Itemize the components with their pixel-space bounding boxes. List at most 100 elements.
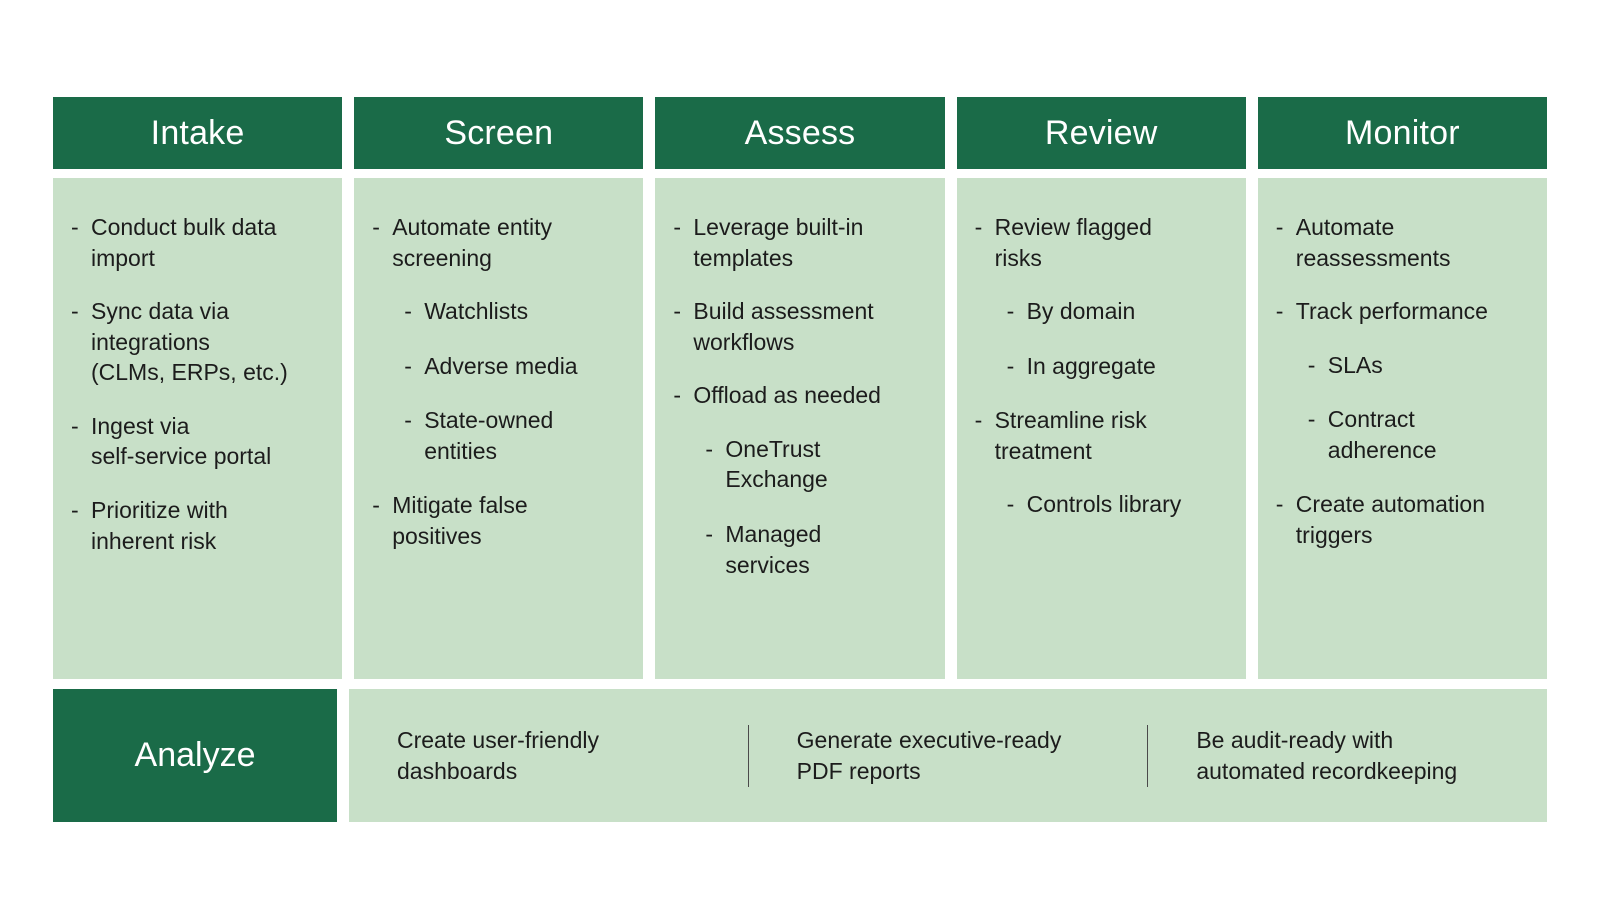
bullet-text: Build assessment workflows	[693, 298, 874, 355]
stage-column-screen: Screen-Automate entity screening-Watchli…	[354, 97, 644, 679]
analyze-items: Create user-friendly dashboards Generate …	[349, 689, 1547, 822]
bullet-dash-icon: -	[404, 352, 412, 379]
bullet-dash-icon: -	[1006, 352, 1015, 379]
analyze-item-text: Create user-friendly dashboards	[397, 726, 599, 784]
analyze-label-box: Analyze	[53, 689, 337, 822]
bullet-text: Adverse media	[424, 352, 578, 379]
bullet-list: -Leverage built-in templates-Build asses…	[673, 212, 926, 580]
bullet-dash-icon: -	[705, 435, 714, 462]
bullet-item: -Automate entity screening	[372, 212, 625, 273]
bullet-item: -Prioritize with inherent risk	[71, 495, 324, 556]
bullet-item: -Sync data via integrations (CLMs, ERPs,…	[71, 296, 324, 388]
bullet-item: -In aggregate	[975, 351, 1228, 382]
stage-header-label: Screen	[444, 114, 554, 152]
bullet-dash-icon: -	[673, 298, 682, 325]
bullet-dash-icon: -	[372, 492, 380, 519]
stage-header-intake[interactable]: Intake	[53, 97, 343, 169]
bullet-dash-icon: -	[1275, 298, 1284, 325]
stage-column-intake: Intake-Conduct bulk data import-Sync dat…	[53, 97, 343, 679]
bullet-item: -Automate reassessments	[1276, 212, 1529, 273]
bullet-item: -Mitigate false positives	[372, 490, 625, 551]
process-diagram: Intake-Conduct bulk data import-Sync dat…	[53, 97, 1547, 830]
bullet-text: Sync data via integrations (CLMs, ERPs, …	[91, 298, 288, 386]
bullet-text: Automate reassessments	[1295, 214, 1451, 271]
bullet-list: -Conduct bulk data import-Sync data via …	[71, 212, 324, 556]
stage-header-monitor[interactable]: Monitor	[1257, 97, 1547, 169]
stage-body-intake: -Conduct bulk data import-Sync data via …	[53, 178, 343, 679]
bullet-dash-icon: -	[673, 382, 682, 409]
bullet-item: -Offload as needed	[673, 380, 926, 411]
stage-header-assess[interactable]: Assess	[655, 97, 945, 169]
bullet-item: -Contract adherence	[1276, 404, 1529, 465]
bullet-item: -Adverse media	[372, 351, 625, 382]
stage-header-label: Assess	[744, 114, 856, 152]
bullet-dash-icon: -	[71, 214, 79, 240]
bullet-text: By domain	[1026, 298, 1136, 325]
stage-header-label: Intake	[150, 114, 245, 152]
bullet-text: Contract adherence	[1327, 406, 1437, 463]
bullet-text: Create automation triggers	[1295, 491, 1486, 549]
bullet-item: -Leverage built-in templates	[673, 212, 926, 273]
bullet-text: Streamline risk treatment	[994, 407, 1147, 464]
bullet-dash-icon: -	[1275, 491, 1284, 518]
analyze-item: Create user-friendly dashboards	[349, 725, 748, 787]
bullet-text: State-owned entities	[424, 407, 554, 464]
analyze-row: Analyze Create user-friendly dashboards G…	[53, 689, 1547, 822]
bullet-item: -Conduct bulk data import	[71, 212, 324, 273]
bullet-text: SLAs	[1327, 351, 1383, 378]
analyze-title: Analyze	[134, 736, 256, 774]
bullet-text: Watchlists	[424, 298, 529, 325]
stage-header-label: Review	[1044, 114, 1158, 152]
bullet-text: Managed services	[725, 521, 822, 578]
stage-body-assess: -Leverage built-in templates-Build asses…	[655, 178, 945, 679]
bullet-list: -Automate reassessments-Track performanc…	[1276, 212, 1529, 551]
bullet-dash-icon: -	[705, 521, 714, 548]
bullet-text: Ingest via self-service portal	[91, 412, 272, 470]
bullet-text: Prioritize with inherent risk	[91, 497, 228, 554]
analyze-item: Be audit-ready with automated recordkeep…	[1148, 725, 1547, 787]
bullet-text: Leverage built-in templates	[693, 214, 864, 271]
bullet-dash-icon: -	[71, 497, 79, 524]
bullet-dash-icon: -	[974, 407, 983, 434]
analyze-divider	[747, 724, 749, 787]
bullet-item: -SLAs	[1276, 350, 1529, 381]
bullet-item: -State-owned entities	[372, 405, 625, 466]
stage-header-review[interactable]: Review	[956, 97, 1246, 169]
bullet-list: -Automate entity screening-Watchlists-Ad…	[372, 212, 625, 552]
bullet-text: Review flagged risks	[994, 214, 1152, 271]
bullet-dash-icon: -	[372, 214, 380, 240]
stage-body-monitor: -Automate reassessments-Track performanc…	[1257, 178, 1547, 679]
bullet-item: -Streamline risk treatment	[975, 405, 1228, 466]
analyze-item-text: Generate executive-ready PDF reports	[796, 726, 1062, 784]
bullet-list: -Review flagged risks-By domain-In aggre…	[975, 212, 1228, 520]
bullet-text: Track performance	[1295, 298, 1488, 325]
stage-body-review: -Review flagged risks-By domain-In aggre…	[956, 178, 1246, 679]
bullet-dash-icon: -	[404, 407, 412, 434]
stage-column-review: Review-Review flagged risks-By domain-In…	[956, 97, 1246, 679]
bullet-item: -By domain	[975, 296, 1228, 327]
stage-header-label: Monitor	[1345, 114, 1460, 152]
bullet-dash-icon: -	[71, 412, 79, 439]
stage-header-screen[interactable]: Screen	[354, 97, 644, 169]
bullet-dash-icon: -	[1275, 214, 1284, 240]
bullet-item: -Review flagged risks	[975, 212, 1228, 273]
bullet-dash-icon: -	[974, 214, 983, 240]
bullet-item: -Create automation triggers	[1276, 489, 1529, 550]
stage-column-monitor: Monitor-Automate reassessments-Track per…	[1257, 97, 1547, 679]
analyze-divider	[1147, 724, 1149, 787]
bullet-text: Automate entity screening	[392, 214, 552, 271]
bullet-item: -Managed services	[673, 519, 926, 580]
bullet-text: Controls library	[1026, 491, 1182, 518]
stage-columns: Intake-Conduct bulk data import-Sync dat…	[53, 97, 1547, 679]
bullet-dash-icon: -	[1307, 351, 1316, 378]
bullet-dash-icon: -	[404, 298, 412, 325]
bullet-dash-icon: -	[1006, 491, 1015, 518]
bullet-item: -Ingest via self-service portal	[71, 411, 324, 472]
bullet-item: -Track performance	[1276, 296, 1529, 327]
stage-column-assess: Assess-Leverage built-in templates-Build…	[655, 97, 945, 679]
analyze-item: Generate executive-ready PDF reports	[749, 725, 1148, 787]
bullet-text: Offload as needed	[693, 382, 881, 409]
bullet-item: -Build assessment workflows	[673, 296, 926, 357]
bullet-dash-icon: -	[71, 298, 79, 325]
bullet-text: Mitigate false positives	[392, 492, 528, 550]
